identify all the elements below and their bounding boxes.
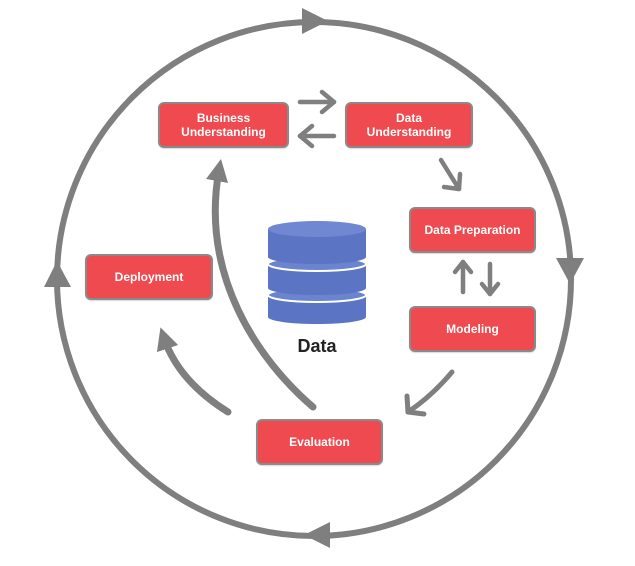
evaluation-to-business-curve bbox=[205, 158, 317, 411]
understanding-to-preparation-arrow bbox=[438, 157, 463, 192]
business-understanding-box[interactable]: Business Understanding bbox=[158, 102, 289, 148]
outer-arrow-right bbox=[556, 258, 584, 284]
outer-arrow-left bbox=[44, 261, 71, 287]
business-to-data-arrow bbox=[297, 89, 337, 115]
data-to-business-arrow bbox=[297, 123, 337, 149]
evaluation-box[interactable]: Evaluation bbox=[256, 419, 383, 465]
data-label: Data bbox=[297, 336, 337, 356]
data-preparation-box[interactable]: Data Preparation bbox=[409, 207, 536, 253]
deployment-box[interactable]: Deployment bbox=[85, 254, 213, 300]
modeling-to-preparation-arrow bbox=[452, 259, 474, 295]
outer-arrow-top bbox=[302, 8, 328, 34]
outer-arrow-bottom bbox=[304, 522, 330, 548]
data-understanding-box[interactable]: Data Understanding bbox=[345, 102, 473, 148]
preparation-to-modeling-arrow bbox=[479, 261, 501, 297]
modeling-box[interactable]: Modeling bbox=[409, 306, 536, 352]
modeling-to-evaluation-arrow bbox=[404, 369, 455, 417]
database-icon bbox=[267, 221, 367, 324]
evaluation-to-deployment-curve bbox=[156, 327, 232, 416]
